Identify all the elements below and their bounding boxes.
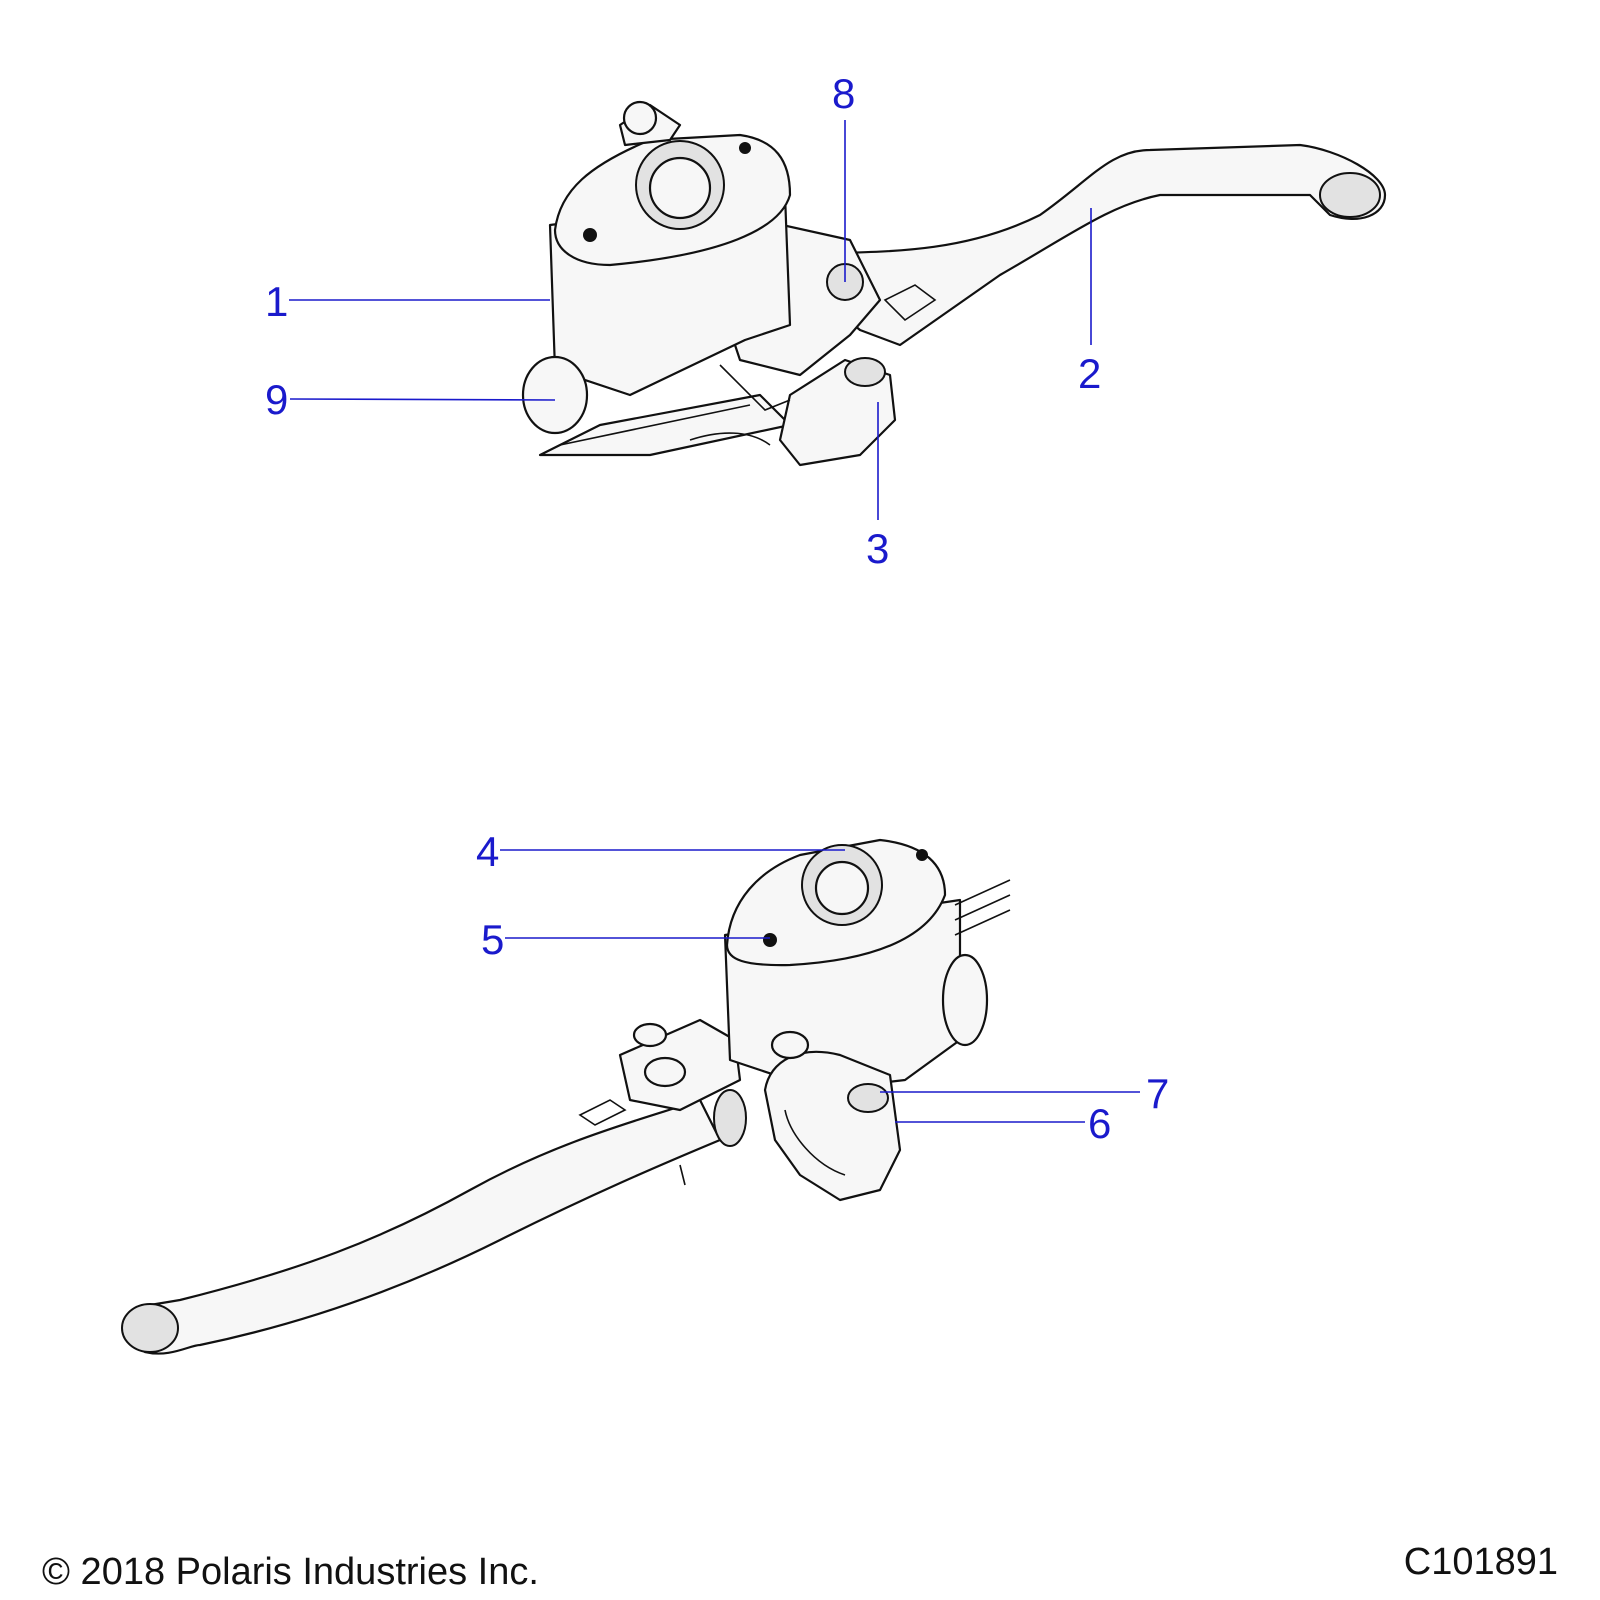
callout-8: 8 [832, 70, 855, 117]
leader-9 [289, 398, 556, 401]
callout-2: 2 [1078, 350, 1101, 397]
leader-lines [289, 120, 1140, 1123]
clutch-lever [127, 1098, 722, 1355]
clamp-bolt-7 [847, 1083, 889, 1113]
copyright-text: © 2018 Polaris Industries Inc. [42, 1551, 539, 1593]
clamp-bottom [763, 1050, 902, 1202]
bottom-assembly [121, 838, 1011, 1355]
callout-7: 7 [1146, 1070, 1169, 1117]
callout-6: 6 [1088, 1100, 1111, 1147]
top-assembly [521, 100, 1387, 467]
brake-lever [768, 143, 1387, 347]
callout-labels: 1 2 3 4 5 6 7 8 9 [265, 70, 1169, 1147]
callout-9: 9 [265, 376, 288, 423]
callout-4: 4 [476, 828, 499, 875]
figure-id: C101891 [1403, 1541, 1558, 1583]
callout-1: 1 [265, 278, 288, 325]
piston-end-cap [521, 355, 589, 435]
callout-5: 5 [481, 916, 504, 963]
callout-3: 3 [866, 525, 889, 572]
cap-screw-5 [763, 933, 777, 947]
